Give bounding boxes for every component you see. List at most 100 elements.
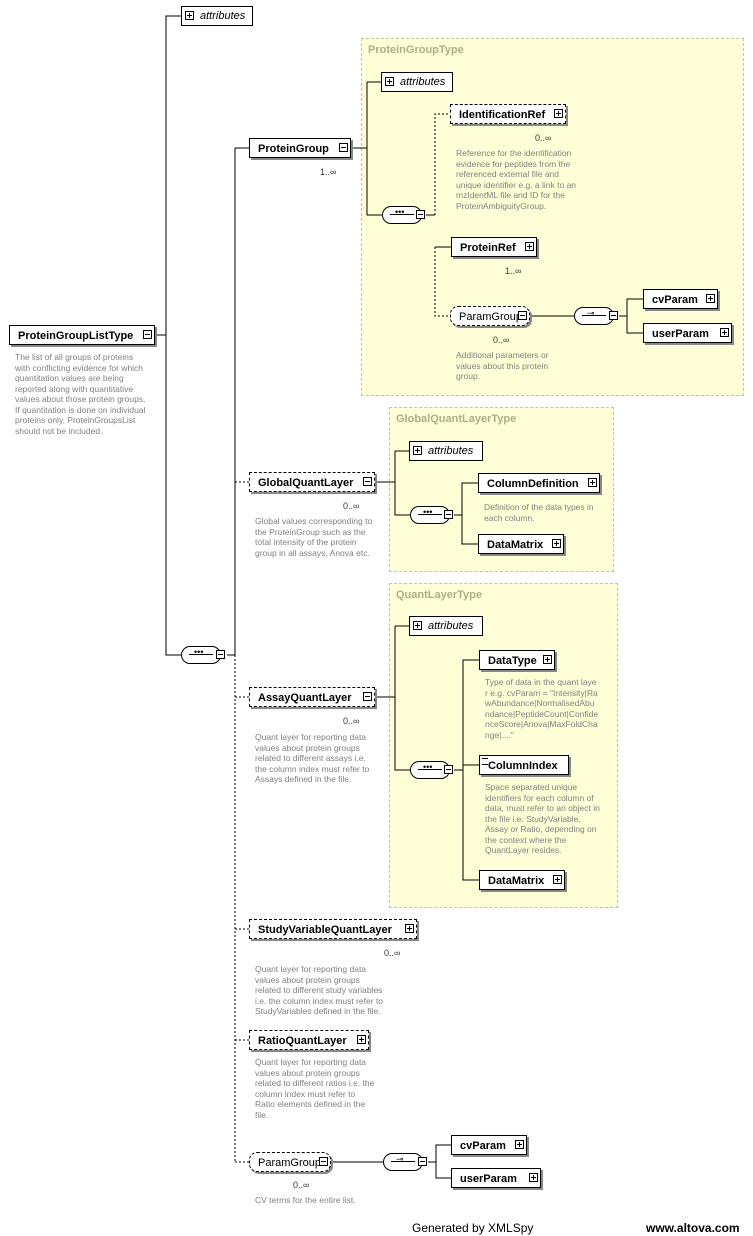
expand-icon[interactable] — [529, 1173, 538, 1182]
attributes-label: attributes — [200, 10, 246, 22]
user-param-label: userParam — [460, 1173, 517, 1185]
expand-icon[interactable] — [413, 621, 422, 630]
protein-group-cv-param-element[interactable]: cvParam — [643, 289, 718, 309]
sequence-icon — [189, 647, 213, 657]
generated-by-footer: Generated by XMLSpy — [412, 1221, 534, 1235]
root-element-protein-group-list-type[interactable]: ProteinGroupListType — [9, 325, 155, 345]
altova-site-footer[interactable]: www.altova.com — [646, 1221, 740, 1235]
global-quant-layer-doc: Global values corresponding to the Prote… — [255, 516, 373, 558]
root-element-label: ProteinGroupListType — [18, 330, 134, 342]
column-definition-doc: Definition of the data types in each col… — [484, 502, 594, 523]
list-param-group-choice-collapse-icon[interactable] — [418, 1157, 427, 1166]
protein-group-cardinality: 1..∞ — [320, 167, 337, 177]
choice-icon — [391, 1154, 415, 1165]
collapse-icon[interactable] — [319, 1157, 328, 1166]
list-param-group-element[interactable]: ParamGroup — [249, 1152, 331, 1172]
root-attributes-box[interactable]: attributes — [181, 6, 253, 26]
global-data-matrix-element[interactable]: DataMatrix — [478, 534, 564, 554]
identification-ref-doc: Reference for the identification evidenc… — [456, 148, 577, 211]
root-element-doc: The list of all groups of proteins with … — [15, 352, 146, 436]
main-sequence-collapse-icon[interactable] — [216, 650, 225, 659]
protein-group-attributes-box[interactable]: attributes — [381, 72, 453, 92]
quant-layer-type-box: QuantLayerType — [389, 583, 618, 908]
sequence-icon — [390, 207, 414, 217]
protein-ref-label: ProteinRef — [460, 242, 516, 254]
assay-quant-layer-sequence-collapse-icon[interactable] — [444, 765, 453, 774]
expand-icon[interactable] — [525, 242, 534, 251]
param-group-label: ParamGroup — [459, 311, 522, 323]
column-definition-element[interactable]: ColumnDefinition — [478, 473, 600, 493]
cv-param-label: cvParam — [652, 294, 698, 306]
data-type-element[interactable]: DataType — [479, 650, 555, 670]
user-param-label: userParam — [652, 328, 709, 340]
global-quant-layer-sequence-compositor[interactable] — [410, 506, 450, 524]
expand-icon[interactable] — [720, 328, 729, 337]
param-group-label: ParamGroup — [258, 1157, 321, 1169]
collapse-icon[interactable] — [363, 477, 372, 486]
column-index-doc: Space separated unique identifiers for e… — [485, 782, 600, 855]
expand-icon[interactable] — [385, 77, 394, 86]
expand-icon[interactable] — [357, 1035, 366, 1044]
main-sequence-compositor[interactable] — [181, 646, 221, 664]
global-quant-layer-label: GlobalQuantLayer — [258, 477, 354, 489]
sequence-icon — [418, 507, 442, 517]
expand-icon[interactable] — [405, 924, 414, 933]
identification-ref-label: IdentificationRef — [459, 109, 546, 121]
protein-group-sequence-collapse-icon[interactable] — [416, 210, 425, 219]
protein-group-type-title: ProteinGroupType — [368, 44, 464, 56]
list-param-group-choice-compositor[interactable] — [383, 1153, 423, 1171]
column-index-label: ColumnIndex — [488, 760, 558, 772]
simple-content-icon — [482, 758, 488, 765]
expand-icon[interactable] — [554, 109, 563, 118]
identification-ref-cardinality: 0..∞ — [535, 133, 552, 143]
collapse-icon[interactable] — [143, 330, 152, 339]
collapse-icon[interactable] — [518, 311, 527, 320]
data-type-label: DataType — [488, 655, 537, 667]
list-user-param-element[interactable]: userParam — [451, 1168, 541, 1188]
collapse-icon[interactable] — [339, 143, 348, 152]
global-quant-layer-type-title: GlobalQuantLayerType — [396, 413, 517, 425]
assay-quant-layer-attributes-box[interactable]: attributes — [409, 616, 483, 636]
param-group-doc: Additional parameters or values about th… — [456, 350, 549, 381]
protein-ref-element[interactable]: ProteinRef — [451, 237, 537, 257]
expand-icon[interactable] — [706, 294, 715, 303]
expand-icon[interactable] — [185, 11, 194, 20]
assay-data-matrix-element[interactable]: DataMatrix — [479, 870, 565, 890]
column-index-element[interactable]: ColumnIndex — [479, 755, 569, 775]
study-variable-quant-layer-label: StudyVariableQuantLayer — [258, 924, 392, 936]
study-variable-quant-layer-element[interactable]: StudyVariableQuantLayer — [249, 919, 417, 939]
data-type-doc: Type of data in the quant layer e.g. cvP… — [485, 677, 599, 740]
assay-quant-layer-label: AssayQuantLayer — [258, 692, 352, 704]
ratio-quant-layer-element[interactable]: RatioQuantLayer — [249, 1030, 369, 1050]
expand-icon[interactable] — [552, 539, 561, 548]
column-definition-label: ColumnDefinition — [487, 478, 579, 490]
global-quant-layer-sequence-collapse-icon[interactable] — [444, 510, 453, 519]
protein-group-choice-compositor[interactable] — [574, 307, 614, 325]
global-quant-layer-attributes-box[interactable]: attributes — [409, 441, 483, 461]
assay-quant-layer-element[interactable]: AssayQuantLayer — [249, 687, 375, 707]
protein-group-param-group-element[interactable]: ParamGroup — [450, 306, 530, 326]
expand-icon[interactable] — [413, 446, 422, 455]
protein-group-user-param-element[interactable]: userParam — [643, 323, 732, 343]
data-matrix-label: DataMatrix — [487, 539, 544, 551]
expand-icon[interactable] — [543, 655, 552, 664]
expand-icon[interactable] — [515, 1140, 524, 1149]
global-quant-layer-element[interactable]: GlobalQuantLayer — [249, 472, 375, 492]
assay-quant-layer-doc: Quant layer for reporting data values ab… — [255, 732, 370, 784]
data-matrix-label: DataMatrix — [488, 875, 545, 887]
ratio-quant-layer-doc: Quant layer for reporting data values ab… — [255, 1057, 375, 1120]
protein-group-element[interactable]: ProteinGroup — [249, 138, 351, 158]
ratio-quant-layer-label: RatioQuantLayer — [258, 1035, 347, 1047]
collapse-icon[interactable] — [363, 692, 372, 701]
attributes-label: attributes — [428, 620, 474, 632]
attributes-label: attributes — [428, 445, 474, 457]
list-cv-param-element[interactable]: cvParam — [451, 1135, 527, 1155]
expand-icon[interactable] — [553, 875, 562, 884]
cv-param-label: cvParam — [460, 1140, 506, 1152]
identification-ref-element[interactable]: IdentificationRef — [450, 104, 566, 124]
protein-group-label: ProteinGroup — [258, 143, 329, 155]
expand-icon[interactable] — [588, 478, 597, 487]
protein-group-choice-collapse-icon[interactable] — [609, 311, 618, 320]
